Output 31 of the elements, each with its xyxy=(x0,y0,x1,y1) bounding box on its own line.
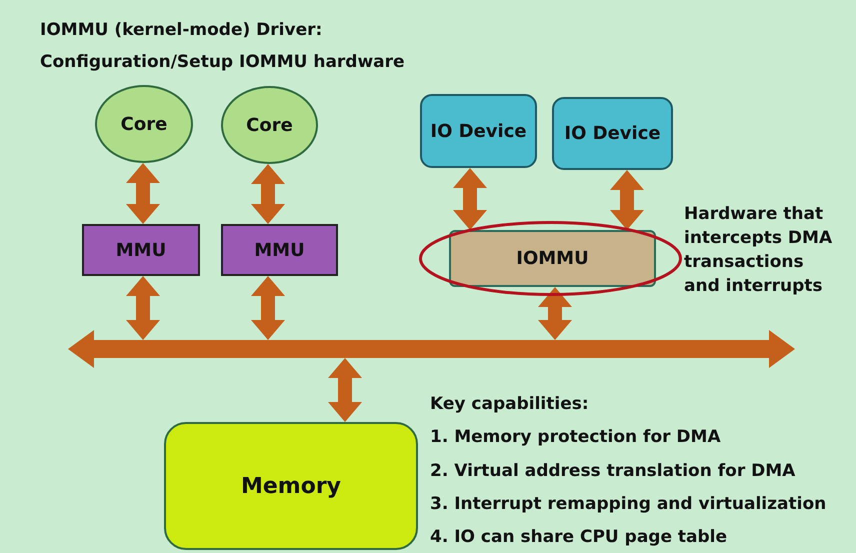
double-arrow xyxy=(251,276,285,340)
list-item: 4. IO can share CPU page table xyxy=(430,527,728,547)
bus-arrow-bar xyxy=(68,330,795,368)
node-label: IO Device xyxy=(564,123,661,144)
double-arrow xyxy=(251,164,285,224)
iommu-box xyxy=(449,230,656,287)
double-arrow xyxy=(126,163,160,224)
annotation-text: Hardware that intercepts DMA transactions and interrupts xyxy=(684,203,834,298)
mmu-box xyxy=(221,224,338,276)
node-label: IO Device xyxy=(430,120,527,142)
list-item: 3. Interrupt remapping and virtualization xyxy=(430,494,826,514)
double-arrow xyxy=(126,276,160,340)
node-label: Core xyxy=(246,114,293,136)
list-item: 2. Virtual address translation for DMA xyxy=(430,461,796,481)
node-label: IOMMU xyxy=(516,248,589,269)
memory-box xyxy=(164,422,418,550)
mmu-box xyxy=(82,224,200,276)
double-arrow xyxy=(328,358,362,422)
device-box xyxy=(552,97,673,170)
node-label: Core xyxy=(120,114,168,134)
double-arrow xyxy=(453,168,487,230)
device-box xyxy=(420,94,537,168)
double-arrow xyxy=(538,287,572,340)
list-item: 1. Memory protection for DMA xyxy=(430,427,721,447)
node-label: MMU xyxy=(116,240,166,260)
list-heading: Key capabilities: xyxy=(430,394,589,414)
node-label: MMU xyxy=(254,240,305,260)
subtitle: Configuration/Setup IOMMU hardware xyxy=(40,52,405,72)
node-label: Memory xyxy=(240,474,342,498)
double-arrow xyxy=(610,170,644,230)
title: IOMMU (kernel-mode) Driver: xyxy=(40,20,322,40)
